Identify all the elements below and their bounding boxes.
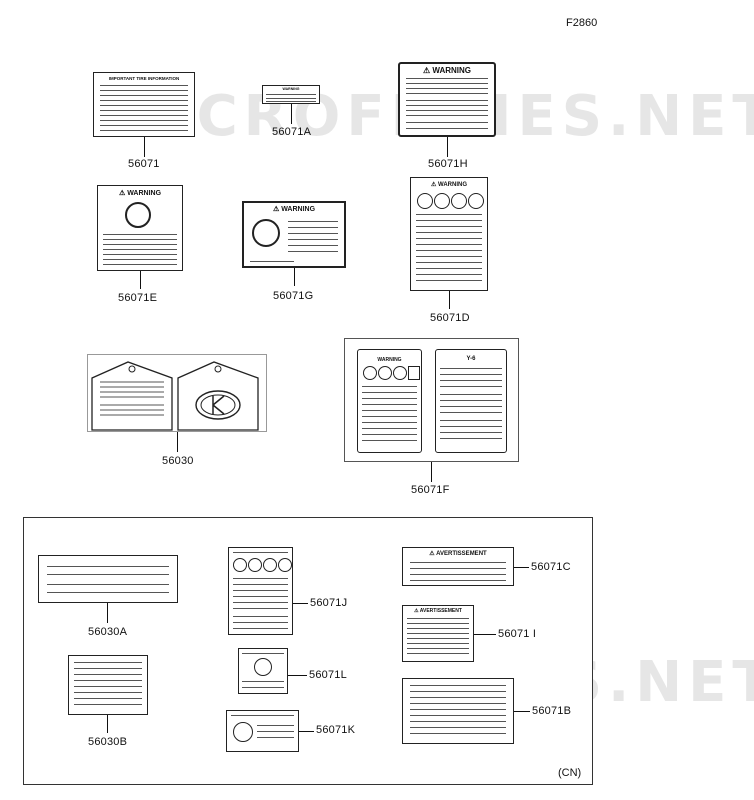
region-code: (CN) [558,767,582,779]
label-56071C-advert: AVERTISSEMENT [436,551,487,557]
label-56071K-drawing [226,710,299,752]
label-56071D-warning: WARNING [438,182,468,188]
part-56030B[interactable]: 56030B [88,736,128,748]
part-56071C[interactable]: 56071C [531,561,571,573]
part-56071[interactable]: 56071 [128,158,160,170]
label-56071G-warning: WARNING [281,206,316,213]
label-56071H-title: ⚠ WARNING [422,66,472,75]
part-56071E[interactable]: 56071E [118,292,158,304]
part-56071H[interactable]: 56071H [428,158,468,170]
part-56071I[interactable]: 56071 I [498,628,537,640]
no-passenger-icon [252,219,280,247]
label-56071F-warning-tag: WARNING [357,349,422,453]
prohibition-icon [125,202,151,228]
label-56071-title: IMPORTANT TIRE INFORMATION [108,76,180,81]
part-56071G[interactable]: 56071G [273,290,314,302]
label-56071D-title: ⚠ WARNING [430,182,468,188]
label-56071J-drawing [228,547,293,635]
label-56071-drawing: IMPORTANT TIRE INFORMATION [93,72,195,137]
part-56071B[interactable]: 56071B [532,705,572,717]
part-56071F[interactable]: 56071F [411,484,450,496]
label-56071D-drawing: ⚠ WARNING [410,177,488,291]
label-56071G-drawing: ⚠ WARNING [242,201,346,268]
label-56030-frame [87,354,267,432]
label-56071C-drawing: ⚠ AVERTISSEMENT [402,547,514,586]
part-56071J[interactable]: 56071J [310,597,348,609]
label-56071H-drawing: ⚠ WARNING [398,62,496,137]
part-56071A[interactable]: 56071A [272,126,312,138]
label-56071F-warning: WARNING [377,357,402,363]
label-56071I-title: ⚠ AVERTISSEMENT [414,608,462,614]
label-56071E-drawing: ⚠ WARNING [97,185,183,271]
part-56030A[interactable]: 56030A [88,626,128,638]
label-56071C-title: ⚠ AVERTISSEMENT [429,551,487,557]
part-56071L[interactable]: 56071L [309,669,347,681]
label-56071G-title: ⚠ WARNING [272,206,316,213]
label-56071F-youth: Y-6 [466,356,476,362]
label-56071F-youth-tag: Y-6 [435,349,507,453]
label-56071E-warning: WARNING [127,190,162,197]
label-56071H-warning: WARNING [432,66,472,75]
part-56030[interactable]: 56030 [162,455,194,467]
label-56071A-title: WARNING [282,87,300,91]
label-56071I-advert: AVERTISSEMENT [419,608,462,614]
label-56071F-frame: WARNING Y-6 [344,338,519,462]
figure-code: F2860 [566,17,598,29]
label-56030A-drawing [38,555,178,603]
label-56030B-drawing [68,655,148,715]
label-56071A-drawing: WARNING [262,85,320,104]
label-56071I-drawing: ⚠ AVERTISSEMENT [402,605,474,662]
label-56071B-drawing [402,678,514,744]
part-56071K[interactable]: 56071K [316,724,356,736]
label-56071E-title: ⚠ WARNING [118,190,162,197]
label-56071L-drawing [238,648,288,694]
part-56071D[interactable]: 56071D [430,312,470,324]
